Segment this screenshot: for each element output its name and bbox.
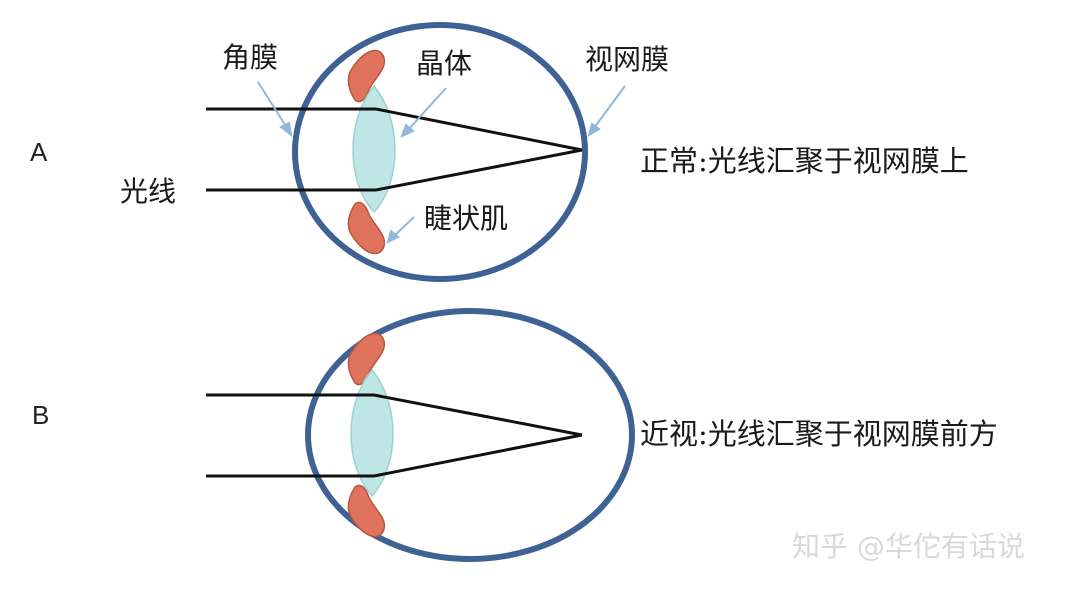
retina-pointer — [593, 85, 626, 129]
ray-converge-upper-b — [373, 393, 583, 437]
lens-pointer-arrowhead — [400, 123, 415, 138]
ciliary-muscle-lower-a — [347, 201, 386, 255]
eyeball-b — [305, 308, 635, 562]
label-pointers — [257, 81, 626, 244]
panel-letter-a: A — [30, 137, 48, 167]
panel-letter-b: B — [32, 400, 50, 430]
ciliary-pointer-arrowhead — [386, 229, 400, 244]
lens-pointer — [407, 87, 447, 131]
ciliary-muscle-upper-a — [347, 49, 386, 103]
label-retina: 视网膜 — [585, 43, 670, 76]
label-lens: 晶体 — [416, 47, 473, 80]
ray-converge-lower-a — [375, 148, 583, 192]
label-cornea: 角膜 — [222, 41, 279, 74]
caption-myopia: 近视:光线汇聚于视网膜前方 — [640, 417, 998, 451]
eye-normal — [206, 22, 588, 282]
ciliary-muscle-lower-b — [347, 484, 386, 538]
cornea-pointer — [257, 81, 288, 129]
lens-a — [352, 84, 396, 214]
lens-b — [350, 368, 394, 498]
caption-normal: 正常:光线汇聚于视网膜上 — [640, 144, 969, 178]
retina-pointer-arrowhead — [587, 122, 601, 138]
ray-converge-upper-a — [375, 107, 583, 152]
eyeball-a — [292, 22, 588, 282]
cornea-pointer-arrowhead — [279, 121, 293, 138]
ray-converge-lower-b — [373, 433, 583, 478]
label-ciliary-muscle: 睫状肌 — [424, 202, 509, 235]
label-light: 光线 — [120, 175, 177, 208]
ciliary-pointer — [393, 216, 415, 237]
eye-myopia — [206, 308, 635, 562]
watermark: 知乎 @华佗有话说 — [792, 530, 1025, 563]
